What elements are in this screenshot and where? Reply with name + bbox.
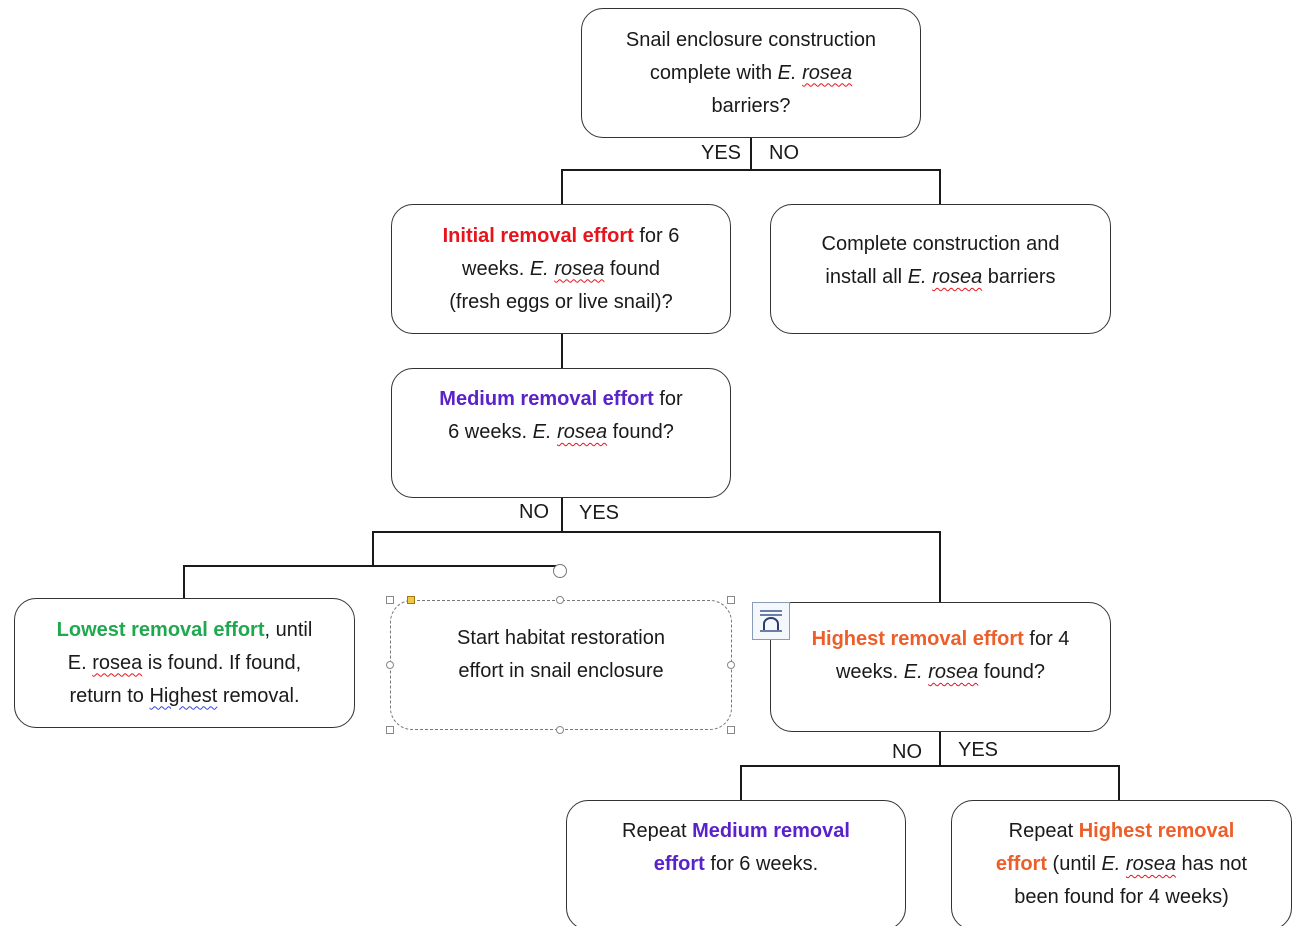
node-text: removal. <box>217 684 300 707</box>
node-text: E. <box>907 266 927 288</box>
node-repeat-medium[interactable]: Repeat Medium removal effort for 6 weeks… <box>566 800 906 926</box>
node-highest-removal[interactable]: Highest removal effort for 4 weeks. E. r… <box>770 602 1111 732</box>
node-lowest-removal[interactable]: Lowest removal effort, until E. rosea is… <box>14 598 355 728</box>
connector <box>939 731 941 766</box>
node-text: weeks. <box>462 257 530 280</box>
node-text: weeks. <box>835 661 904 683</box>
node-text: (fresh eggs or live snail)? <box>449 290 673 313</box>
node-repeat-highest[interactable]: Repeat Highest removal effort (until E. … <box>951 800 1292 926</box>
node-text: Repeat <box>622 820 693 842</box>
node-text: for 6 <box>633 224 680 247</box>
effort-highlight: effort <box>653 853 705 875</box>
species-name: rosea <box>802 61 853 84</box>
node-text: E. <box>777 61 797 84</box>
resize-handle[interactable] <box>727 661 735 669</box>
species-name: rosea <box>1125 853 1176 875</box>
connector <box>740 765 742 801</box>
node-text: (until <box>1046 853 1102 875</box>
node-initial-removal[interactable]: Initial removal effort for 6 weeks. E. r… <box>391 204 731 334</box>
species-name: rosea <box>932 266 983 288</box>
resize-handle[interactable] <box>386 661 394 669</box>
node-text: barriers <box>982 266 1056 288</box>
connector <box>561 169 563 205</box>
node-text: has not <box>1175 853 1248 875</box>
shape-adjust-handle[interactable] <box>407 596 415 604</box>
node-text: been found for 4 weeks) <box>1014 886 1229 908</box>
node-habitat-restoration[interactable]: Start habitat restoration effort in snai… <box>390 600 732 730</box>
resize-handle[interactable] <box>556 726 564 734</box>
connector <box>183 565 562 567</box>
node-text: effort in snail enclosure <box>458 660 664 682</box>
node-text: complete with <box>649 61 778 84</box>
species-name: rosea <box>928 661 979 683</box>
species-name: rosea <box>557 421 608 443</box>
species-name: rosea <box>92 651 143 674</box>
effort-highlight: Medium removal effort <box>439 388 654 410</box>
connector <box>939 169 941 205</box>
rotate-handle-icon[interactable] <box>553 564 567 578</box>
connector <box>372 531 941 533</box>
effort-highlight: Highest removal <box>1078 820 1235 842</box>
layout-options-icon[interactable] <box>752 602 790 640</box>
effort-highlight: Highest removal effort <box>811 628 1024 650</box>
resize-handle[interactable] <box>727 596 735 604</box>
node-text: found? <box>978 661 1046 683</box>
connector <box>740 765 1120 767</box>
effort-highlight: Initial removal effort <box>442 224 634 247</box>
node-text: E. <box>529 257 549 280</box>
node-text: for 6 weeks. <box>704 853 819 875</box>
node-text: for <box>653 388 683 410</box>
node-text: for 4 <box>1023 628 1070 650</box>
yes-label: YES <box>958 739 999 761</box>
no-label: NO <box>892 741 922 763</box>
node-text: found? <box>607 421 674 443</box>
resize-handle[interactable] <box>727 726 735 734</box>
yes-label: YES <box>701 142 742 164</box>
node-text: E. <box>532 421 552 443</box>
node-text: return to <box>69 684 150 707</box>
node-text: Highest <box>149 684 218 707</box>
effort-highlight: Lowest removal effort <box>56 618 265 641</box>
node-text: Start habitat restoration <box>457 627 665 649</box>
node-text: Complete construction and <box>821 233 1060 255</box>
node-text: found <box>604 257 660 280</box>
node-complete-construction[interactable]: Complete construction and install all E.… <box>770 204 1111 334</box>
node-text: install all <box>825 266 908 288</box>
node-text: 6 weeks. <box>448 421 533 443</box>
resize-handle[interactable] <box>386 726 394 734</box>
connector <box>1118 765 1120 801</box>
node-text: is found. If found, <box>142 651 302 674</box>
node-text: , until <box>264 618 313 641</box>
connector <box>372 531 374 566</box>
node-text: Repeat <box>1008 820 1079 842</box>
connector <box>561 497 563 532</box>
no-label: NO <box>519 501 549 523</box>
resize-handle[interactable] <box>386 596 394 604</box>
effort-highlight: effort <box>995 853 1047 875</box>
node-medium-removal[interactable]: Medium removal effort for 6 weeks. E. ro… <box>391 368 731 498</box>
node-text: E. <box>67 651 93 674</box>
node-text: E. <box>1101 853 1121 875</box>
connector <box>750 137 752 170</box>
node-construction-complete[interactable]: Snail enclosure construction complete wi… <box>581 8 921 138</box>
connector <box>561 334 563 369</box>
resize-handle[interactable] <box>556 596 564 604</box>
yes-label: YES <box>579 502 620 524</box>
no-label: NO <box>769 142 799 164</box>
effort-highlight: Medium removal <box>692 820 850 842</box>
species-name: rosea <box>554 257 605 280</box>
node-text: Snail enclosure construction <box>625 28 877 51</box>
node-text: barriers? <box>711 94 791 117</box>
connector <box>939 531 941 603</box>
connector <box>561 169 941 171</box>
node-text: E. <box>903 661 923 683</box>
connector <box>183 565 185 600</box>
